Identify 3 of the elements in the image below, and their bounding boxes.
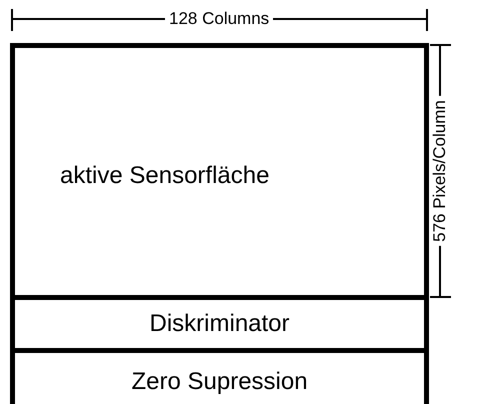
layer-label: Diskriminator	[150, 310, 290, 338]
layer-label: aktive Sensorfläche	[60, 162, 270, 190]
layer-label: Zero Supression	[132, 368, 308, 396]
